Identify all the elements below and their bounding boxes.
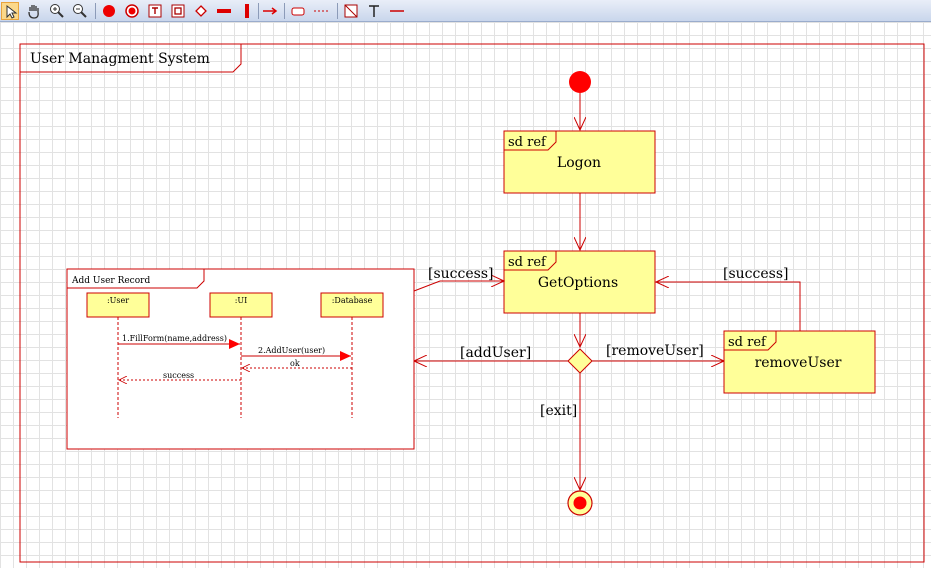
final-node[interactable]	[567, 490, 593, 516]
zoom-out-icon[interactable]	[71, 2, 89, 20]
node-getoptions[interactable]: sd ref GetOptions	[503, 250, 656, 314]
node-removeuser[interactable]: sd ref removeUser	[723, 330, 876, 394]
lifeline-label: :User	[107, 296, 129, 305]
select-tool-icon[interactable]	[1, 2, 19, 20]
final-node-icon[interactable]	[123, 2, 141, 20]
hand-pan-icon[interactable]	[25, 2, 43, 20]
decision-node-icon[interactable]	[192, 2, 210, 20]
toolbar-separator	[284, 3, 285, 19]
frame-title: User Managment System	[30, 51, 210, 67]
initial-node[interactable]	[569, 71, 591, 93]
node-label: GetOptions	[538, 275, 618, 291]
node-tag: sd ref	[728, 335, 767, 350]
interaction-ref-icon[interactable]	[169, 2, 187, 20]
node-label: Logon	[557, 155, 601, 171]
interaction-frame-icon[interactable]	[146, 2, 164, 20]
message-success: success	[163, 371, 194, 380]
message-ok: ok	[290, 359, 300, 368]
node-label: removeUser	[755, 355, 842, 371]
note-link-icon[interactable]	[312, 2, 330, 20]
line-tool-icon[interactable]	[388, 2, 406, 20]
system-frame[interactable]: User Managment System	[19, 43, 925, 563]
decision-node[interactable]	[567, 348, 593, 374]
node-logon[interactable]: sd ref Logon	[503, 130, 656, 194]
flow-adduser-success[interactable]	[413, 281, 504, 292]
text-tool-icon[interactable]	[365, 2, 383, 20]
sequence-title: Add User Record	[71, 276, 150, 286]
guard-success-right: [success]	[723, 266, 788, 282]
lifeline-label: :UI	[235, 296, 248, 305]
lifeline-database[interactable]: :Database	[320, 292, 384, 418]
guard-removeuser: [removeUser]	[606, 343, 704, 359]
note-icon[interactable]	[289, 2, 307, 20]
activity-diagram: User Managment System sd ref Logon sd re…	[19, 43, 925, 563]
lifeline-label: :Database	[332, 296, 373, 305]
frame-tool-icon[interactable]	[342, 2, 360, 20]
toolbar	[0, 0, 931, 22]
node-tag: sd ref	[508, 255, 547, 270]
vertical-fork-icon[interactable]	[238, 2, 256, 20]
sequence-frame-add-user[interactable]: Add User Record :User :UI :Database 1.Fi…	[66, 268, 415, 450]
message-adduser: 2.AddUser(user)	[258, 346, 325, 355]
message-fillform: 1.FillForm(name,address)	[122, 334, 227, 343]
toolbar-separator	[258, 3, 259, 19]
toolbar-separator	[95, 3, 96, 19]
horizontal-fork-icon[interactable]	[215, 2, 233, 20]
node-tag: sd ref	[508, 135, 547, 150]
initial-node-icon[interactable]	[100, 2, 118, 20]
guard-adduser: [addUser]	[460, 345, 531, 361]
guard-exit: [exit]	[540, 403, 577, 419]
lifeline-user[interactable]: :User	[86, 292, 150, 418]
flow-removeuser-success[interactable]	[656, 282, 801, 331]
zoom-in-icon[interactable]	[48, 2, 66, 20]
lifeline-ui[interactable]: :UI	[209, 292, 273, 418]
guard-success-left: [success]	[428, 266, 493, 282]
toolbar-separator	[337, 3, 338, 19]
control-flow-icon[interactable]	[261, 2, 279, 20]
diagram-canvas[interactable]: User Managment System sd ref Logon sd re…	[0, 22, 931, 568]
